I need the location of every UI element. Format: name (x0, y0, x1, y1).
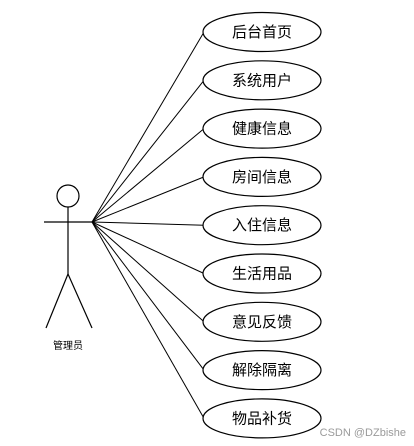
use-case-label: 房间信息 (232, 168, 292, 186)
association-line (91, 221, 205, 323)
association-line (91, 128, 205, 223)
use-case-label: 入住信息 (232, 216, 292, 234)
association-lines (91, 31, 205, 419)
actor-label: 管理员 (53, 339, 83, 352)
actor-head (56, 184, 80, 208)
watermark: CSDN @DZbishe (320, 427, 406, 439)
use-case-system-users: 系统用户 (202, 60, 322, 101)
association-line (91, 221, 205, 371)
use-case-ellipse (202, 156, 322, 197)
association-line (91, 221, 205, 274)
use-case-release-quarantine: 解除隔离 (202, 350, 322, 391)
actor-left-leg (45, 273, 69, 329)
association-line (91, 221, 205, 226)
use-case-daily-supplies: 生活用品 (202, 253, 322, 294)
association-line (91, 221, 205, 419)
use-case-home: 后台首页 (202, 11, 322, 53)
use-case-feedback: 意见反馈 (202, 301, 322, 342)
actor-right-leg (67, 273, 93, 329)
use-case-ellipse (202, 350, 322, 391)
use-case-label: 解除隔离 (232, 361, 292, 379)
use-case-label: 物品补货 (232, 409, 292, 427)
use-case-ellipse (202, 60, 322, 101)
use-case-label: 系统用户 (232, 71, 292, 89)
use-case-checkin-info: 入住信息 (202, 205, 322, 246)
use-case-ellipse (202, 108, 322, 149)
use-case-label: 意见反馈 (232, 313, 292, 331)
association-line (91, 31, 205, 223)
use-case-label: 后台首页 (232, 23, 292, 41)
use-case-ellipse (202, 398, 322, 439)
use-case-ellipse (202, 205, 322, 246)
use-case-ellipse (202, 253, 322, 294)
association-line (91, 176, 205, 223)
use-case-health-info: 健康信息 (202, 108, 322, 149)
actor-figure: 管理员 (44, 184, 93, 352)
use-case-label: 健康信息 (232, 120, 292, 138)
use-case-restock: 物品补货 (202, 398, 322, 439)
use-case-ellipse (202, 11, 322, 53)
use-case-label: 生活用品 (232, 265, 292, 283)
use-case-room-info: 房间信息 (202, 156, 322, 197)
association-line (91, 79, 205, 223)
use-case-ellipse (202, 301, 322, 342)
